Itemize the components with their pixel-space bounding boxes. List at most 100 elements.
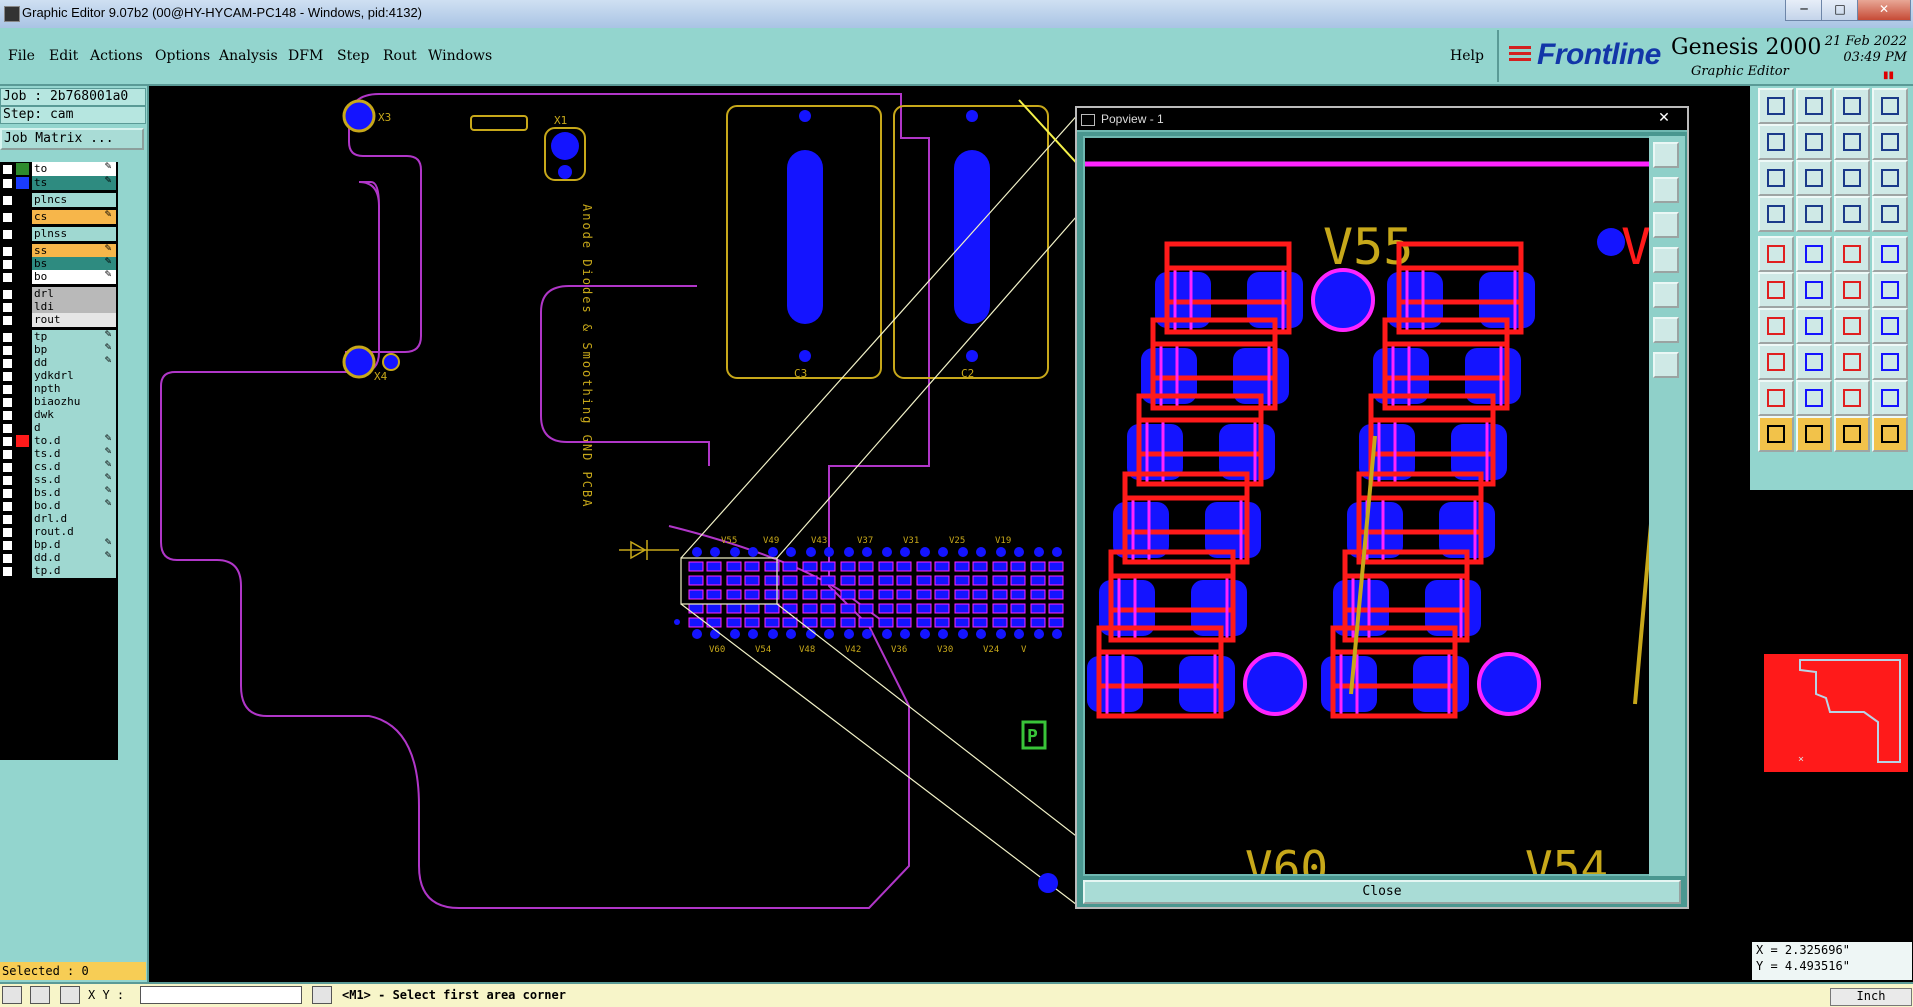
layer-name[interactable]: tp✎: [32, 330, 116, 344]
pv-pan-right-icon[interactable]: [1653, 282, 1679, 308]
layer-name[interactable]: bp✎: [32, 343, 116, 357]
layer-checkbox[interactable]: [2, 488, 13, 499]
layer-row-ts-d[interactable]: ts.d✎: [0, 447, 118, 461]
layer-row-dd-d[interactable]: dd.d✎: [0, 551, 118, 565]
layer-color-swatch[interactable]: [16, 448, 29, 460]
layer-color-swatch[interactable]: [16, 487, 29, 499]
layer-row-dd[interactable]: dd✎: [0, 356, 118, 370]
minimize-button[interactable]: ─: [1785, 0, 1823, 21]
menu-help[interactable]: Help: [1450, 48, 1484, 64]
pv-home-icon[interactable]: [1653, 352, 1679, 378]
layer-row-tp-d[interactable]: tp.d: [0, 564, 118, 578]
layer-checkbox[interactable]: [2, 540, 13, 551]
home-icon[interactable]: [1834, 88, 1870, 124]
measure-icon[interactable]: [1758, 308, 1794, 344]
layer-row-d[interactable]: d: [0, 421, 118, 435]
menu-edit[interactable]: Edit: [49, 48, 78, 64]
layer-name[interactable]: ldi: [32, 300, 116, 314]
text-icon[interactable]: [1834, 380, 1870, 416]
select-line-icon[interactable]: [1796, 236, 1832, 272]
layer-row-tp[interactable]: tp✎: [0, 330, 118, 344]
layer-name[interactable]: cs✎: [32, 210, 116, 224]
layers-icon[interactable]: [1872, 88, 1908, 124]
layer-color-swatch[interactable]: [16, 500, 29, 512]
layer-checkbox[interactable]: [2, 229, 13, 240]
step-icon[interactable]: [1872, 124, 1908, 160]
minus-icon[interactable]: [1796, 344, 1832, 380]
job-matrix-button[interactable]: Job Matrix ...: [0, 128, 144, 150]
layer-row-bp[interactable]: bp✎: [0, 343, 118, 357]
layer-row-ss[interactable]: ss✎: [0, 244, 118, 258]
scale-icon[interactable]: [1834, 160, 1870, 196]
pv-fit-icon[interactable]: [1653, 317, 1679, 343]
layer-color-swatch[interactable]: [16, 245, 29, 257]
pointer-rotate-icon[interactable]: [1872, 416, 1908, 452]
layer-color-swatch[interactable]: [16, 194, 29, 206]
layer-color-swatch[interactable]: [16, 211, 29, 223]
layer-color-swatch[interactable]: [16, 177, 29, 189]
menu-rout[interactable]: Rout: [383, 48, 417, 64]
layer-row-ts[interactable]: ts✎: [0, 176, 118, 190]
layer-name[interactable]: bo.d✎: [32, 499, 116, 513]
move-icon[interactable]: [1758, 344, 1794, 380]
cancel-icon[interactable]: [30, 986, 50, 1004]
layer-color-swatch[interactable]: [16, 565, 29, 577]
layer-row-drl-d[interactable]: drl.d: [0, 512, 118, 526]
layer-color-swatch[interactable]: [16, 552, 29, 564]
menu-step[interactable]: Step: [337, 48, 369, 64]
layer-row-bo-d[interactable]: bo.d✎: [0, 499, 118, 513]
layer-color-swatch[interactable]: [16, 526, 29, 538]
layer-checkbox[interactable]: [2, 315, 13, 326]
graphic-settings-icon[interactable]: [1758, 196, 1794, 232]
pointer-icon[interactable]: [1758, 416, 1794, 452]
zoom-reset-icon[interactable]: [2, 986, 22, 1004]
layer-checkbox[interactable]: [2, 164, 13, 175]
layer-row-plnss[interactable]: plnss: [0, 227, 118, 241]
cross-icon[interactable]: [1796, 272, 1832, 308]
layer-color-swatch[interactable]: [16, 370, 29, 382]
layer-checkbox[interactable]: [2, 462, 13, 473]
pv-zoom-in-icon[interactable]: [1653, 177, 1679, 203]
layer-color-swatch[interactable]: [16, 344, 29, 356]
layer-color-swatch[interactable]: [16, 314, 29, 326]
layer-color-swatch[interactable]: [16, 513, 29, 525]
layer-row-cs[interactable]: cs✎: [0, 210, 118, 224]
layer-name[interactable]: npth: [32, 382, 116, 396]
zoom-box-icon[interactable]: [1834, 124, 1870, 160]
grid-icon[interactable]: [60, 986, 80, 1004]
layer-color-swatch[interactable]: [16, 461, 29, 473]
layer-color-swatch[interactable]: [16, 301, 29, 313]
layer-checkbox[interactable]: [2, 289, 13, 300]
layer-color-swatch[interactable]: [16, 435, 29, 447]
layer-color-swatch[interactable]: [16, 271, 29, 283]
popview-close-icon[interactable]: ✕: [1647, 110, 1681, 126]
add-line-icon[interactable]: [1834, 272, 1870, 308]
pointer-select-icon[interactable]: [1796, 416, 1832, 452]
layer-color-swatch[interactable]: [16, 422, 29, 434]
layer-checkbox[interactable]: [2, 397, 13, 408]
layer-row-to[interactable]: to✎: [0, 162, 118, 176]
pan-icon[interactable]: [1796, 160, 1832, 196]
layer-name[interactable]: plnss: [32, 227, 116, 241]
add-diagonal-icon[interactable]: [1872, 272, 1908, 308]
layer-row-plncs[interactable]: plncs: [0, 193, 118, 207]
menu-options[interactable]: Options: [155, 48, 210, 64]
zoom-next-icon[interactable]: [1796, 124, 1832, 160]
close-window-button[interactable]: ✕: [1857, 0, 1911, 21]
print-icon[interactable]: [1796, 88, 1832, 124]
pv-zoom-out-icon[interactable]: [1653, 212, 1679, 238]
popview-titlebar[interactable]: Popview - 1 ✕: [1077, 108, 1687, 132]
layer-row-bp-d[interactable]: bp.d✎: [0, 538, 118, 552]
window-raise-icon[interactable]: [1758, 88, 1794, 124]
layer-name[interactable]: d: [32, 421, 116, 435]
flip-icon[interactable]: [1872, 308, 1908, 344]
layer-name[interactable]: rout.d: [32, 525, 116, 539]
units-selector[interactable]: Inch: [1830, 988, 1912, 1006]
layer-checkbox[interactable]: [2, 371, 13, 382]
layer-row-ydkdrl[interactable]: ydkdrl: [0, 369, 118, 383]
layer-checkbox[interactable]: [2, 475, 13, 486]
menu-actions[interactable]: Actions: [90, 48, 143, 64]
menu-dfm[interactable]: DFM: [288, 48, 323, 64]
layer-row-bs[interactable]: bs✎: [0, 257, 118, 271]
layer-name[interactable]: ydkdrl: [32, 369, 116, 383]
